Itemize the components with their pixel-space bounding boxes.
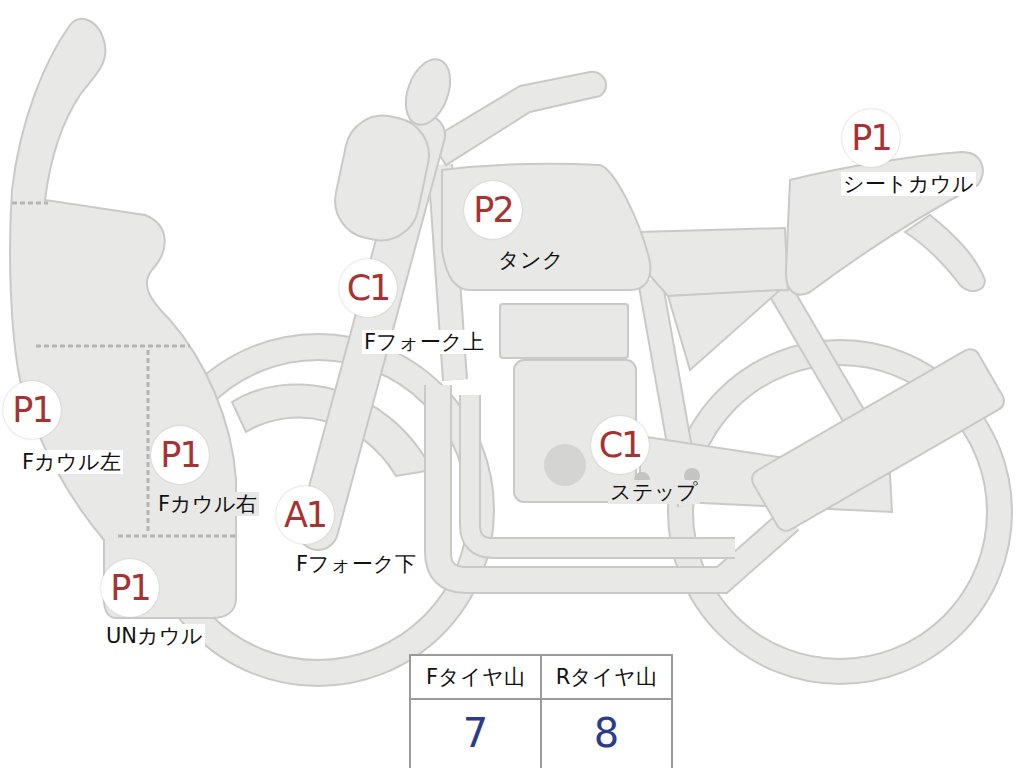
part-name: Fフォーク下 [294,552,418,576]
grade-callout: P1UNカウル [101,559,159,617]
tread-value: 8 [594,710,619,756]
grade-code: C1 [339,259,397,317]
part-name: Fカウル左 [20,450,123,474]
grade-code: A1 [276,486,334,544]
handlebar [430,72,606,165]
meter [398,53,459,131]
fuel-tank [442,164,650,290]
table-rule [540,655,542,768]
tread-value: 7 [463,710,488,756]
part-name: UNカウル [104,624,205,648]
table-cell: 8 [542,700,671,766]
table-cell: Fタイヤ山 [411,656,540,698]
grade-code: P1 [3,381,61,439]
grade-code: P1 [151,426,209,484]
grade-callout: P1シートカウル [842,109,900,167]
grade-callout: P1Fカウル左 [3,381,61,439]
front-cowl [10,19,236,618]
side-cover [668,290,780,370]
cowl-division-line [118,535,236,538]
table-header: Rタイヤ山 [556,663,658,691]
cowl-division-line [147,350,150,532]
grade-code: P2 [464,181,522,239]
grade-code: P1 [101,559,159,617]
engine-head [500,304,628,358]
grade-code: C1 [591,416,649,474]
part-name: ステップ [608,480,700,504]
tyre-table [410,655,672,768]
grade-code: P1 [842,109,900,167]
muffler [748,346,1007,535]
grade-callout: P2タンク [464,181,522,239]
part-name: シートカウル [841,172,976,196]
part-name: タンク [496,248,566,272]
cowl-division-line [12,202,48,205]
table-cell: Rタイヤ山 [542,656,671,698]
tail-fender [905,215,985,291]
part-name: Fフォーク上 [362,330,486,354]
rear-subframe [780,290,862,430]
grade-callout: C1Fフォーク上 [339,259,397,317]
part-name: Fカウル右 [156,492,259,516]
table-header: Fタイヤ山 [426,663,525,691]
cowl-division-line [36,345,190,348]
headlight [328,109,436,248]
table-cell: 7 [411,700,540,766]
grade-callout: P1Fカウル右 [151,426,209,484]
seat [638,228,788,296]
rear-subframe-fill [780,290,862,430]
engine-cover [544,444,586,486]
grade-callout: C1ステップ [591,416,649,474]
grade-callout: A1Fフォーク下 [276,486,334,544]
